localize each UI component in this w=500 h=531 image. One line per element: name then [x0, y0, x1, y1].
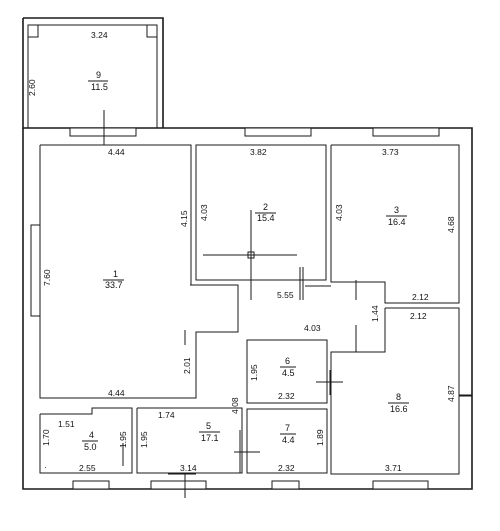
room-7-area: 4.4 [282, 435, 295, 445]
room-9: 3.24 2.60 9 11.5 [27, 30, 108, 96]
room-4-dot: · [44, 462, 47, 472]
room-6-dim-left: 1.95 [249, 364, 259, 381]
room-4-number: 4 [89, 430, 94, 440]
room-1: 4.44 7.60 4.15 4.44 2.01 1 33.7 [42, 147, 192, 398]
room-6: 1.95 2.32 6 4.5 [249, 356, 296, 401]
room-4: 1.51 1.70 1.95 2.55 4 5.0 · [41, 419, 128, 473]
room-9-dim-top: 3.24 [91, 30, 108, 40]
room-2: 3.82 4.03 2 15.4 [199, 147, 276, 223]
room-5-dim-bottom: 3.14 [180, 463, 197, 473]
room-5-dim-right: 4.08 [230, 397, 240, 414]
room-6-area: 4.5 [282, 368, 295, 378]
room-1-area: 33.7 [105, 280, 123, 290]
room-1-dim-top: 4.44 [108, 147, 125, 157]
room-7-dim-bottom: 2.32 [278, 463, 295, 473]
room-2-dim-left: 4.03 [199, 204, 209, 221]
room-1-number: 1 [113, 269, 118, 279]
room-8-dim-right: 4.87 [446, 385, 456, 402]
window-right-mark [458, 394, 473, 397]
room-3-number: 3 [394, 205, 399, 215]
window-left [30, 224, 41, 317]
room-5-dim-top: 1.74 [158, 410, 175, 420]
room-1-dim-left: 7.60 [42, 269, 52, 286]
room-6-number: 6 [285, 356, 290, 366]
room-5-dim-left: 1.95 [139, 431, 149, 448]
window-top-3 [372, 127, 440, 137]
room-1-dim-inner: 2.01 [182, 357, 192, 374]
room-8-area: 16.6 [390, 404, 408, 414]
room-3-dim-top: 3.73 [382, 147, 399, 157]
room-5: 1.74 1.95 4.08 3.14 5 17.1 [139, 397, 240, 473]
room-7-dim-right: 1.89 [315, 429, 325, 446]
room-8-number: 8 [396, 392, 401, 402]
window-bottom-2 [150, 480, 207, 490]
corridor-dim-right: 1.44 [370, 305, 380, 322]
room-2-dim-top: 3.82 [250, 147, 267, 157]
room-4-dim-top: 1.51 [58, 419, 75, 429]
corridor-dim-top: 5.55 [277, 290, 294, 300]
windows [30, 127, 473, 490]
room-2-number: 2 [263, 202, 268, 212]
room-8: 2.12 4.87 3.71 8 16.6 [385, 311, 456, 473]
room-8-dim-bottom: 3.71 [385, 463, 402, 473]
room-8-dim-top: 2.12 [410, 311, 427, 321]
window-bottom-3 [271, 480, 300, 490]
room-7: 1.89 2.32 7 4.4 [278, 423, 325, 473]
room-4-dim-right: 1.95 [118, 431, 128, 448]
room-1-dim-bottom: 4.44 [108, 388, 125, 398]
room-3-dim-bottom: 2.12 [412, 292, 429, 302]
window-top-1 [69, 127, 137, 137]
room-6-dim-bottom: 2.32 [278, 391, 295, 401]
room-9-dim-left: 2.60 [27, 79, 37, 96]
room-3: 3.73 4.03 4.68 2.12 3 16.4 [334, 147, 456, 302]
window-bottom-4 [372, 480, 429, 490]
interior-walls [39, 144, 460, 475]
room-1-dim-right: 4.15 [179, 210, 189, 227]
room-4-area: 5.0 [84, 442, 97, 452]
room-3-area: 16.4 [388, 217, 406, 227]
window-bottom-1 [72, 480, 110, 490]
corridor-dim-bottom: 4.03 [304, 323, 321, 333]
room-7-number: 7 [285, 423, 290, 433]
corridor: 5.55 4.03 1.44 [277, 290, 380, 333]
room-5-number: 5 [206, 421, 211, 431]
entry-marks [103, 110, 357, 498]
room-4-dim-bottom: 2.55 [79, 463, 96, 473]
room-9-number: 9 [96, 70, 101, 80]
room-5-area: 17.1 [201, 433, 219, 443]
room-3-dim-left: 4.03 [334, 204, 344, 221]
window-top-2 [244, 127, 312, 137]
room-9-area: 11.5 [91, 82, 108, 92]
room-2-area: 15.4 [257, 213, 275, 223]
room-3-dim-right: 4.68 [446, 216, 456, 233]
room-4-dim-left: 1.70 [41, 429, 51, 446]
